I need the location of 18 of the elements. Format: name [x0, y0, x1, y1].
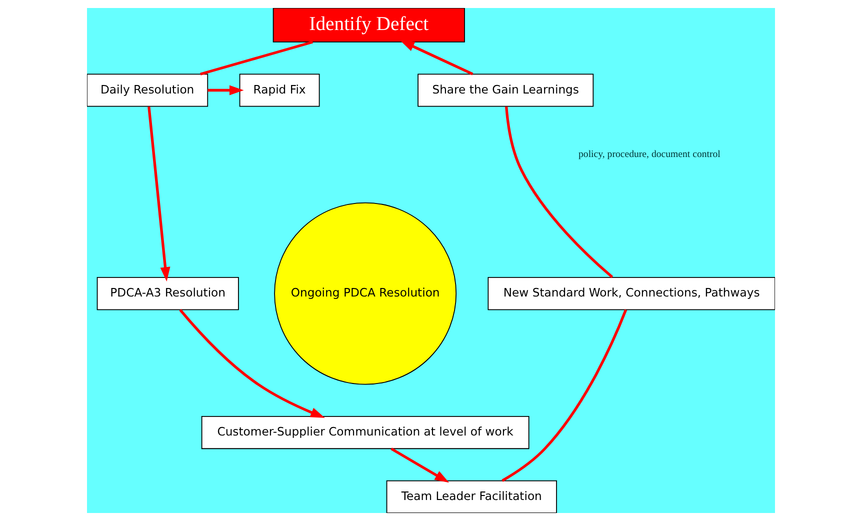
node-circle: Ongoing PDCA Resolution — [274, 202, 457, 385]
label: policy, procedure, document control — [578, 149, 720, 160]
arrow — [208, 85, 244, 96]
node-box: PDCA-A3 Resolution — [96, 277, 239, 310]
node-box: Rapid Fix — [239, 74, 320, 107]
node-box: Share the Gain Learnings — [418, 74, 594, 107]
node-box: Daily Resolution — [87, 74, 208, 107]
node-box: Customer-Supplier Communication at level of work — [201, 416, 530, 450]
node-box: Identify Defect — [272, 8, 465, 42]
node-box: Team Leader Facilitation — [386, 480, 557, 513]
arrow — [390, 448, 450, 483]
connector — [200, 40, 314, 76]
arrow — [148, 106, 170, 282]
connector — [504, 106, 614, 278]
node-box: New Standard Work, Connections, Pathways — [488, 277, 775, 310]
arrow — [179, 308, 325, 418]
arrow — [400, 40, 474, 76]
connector — [502, 309, 628, 482]
